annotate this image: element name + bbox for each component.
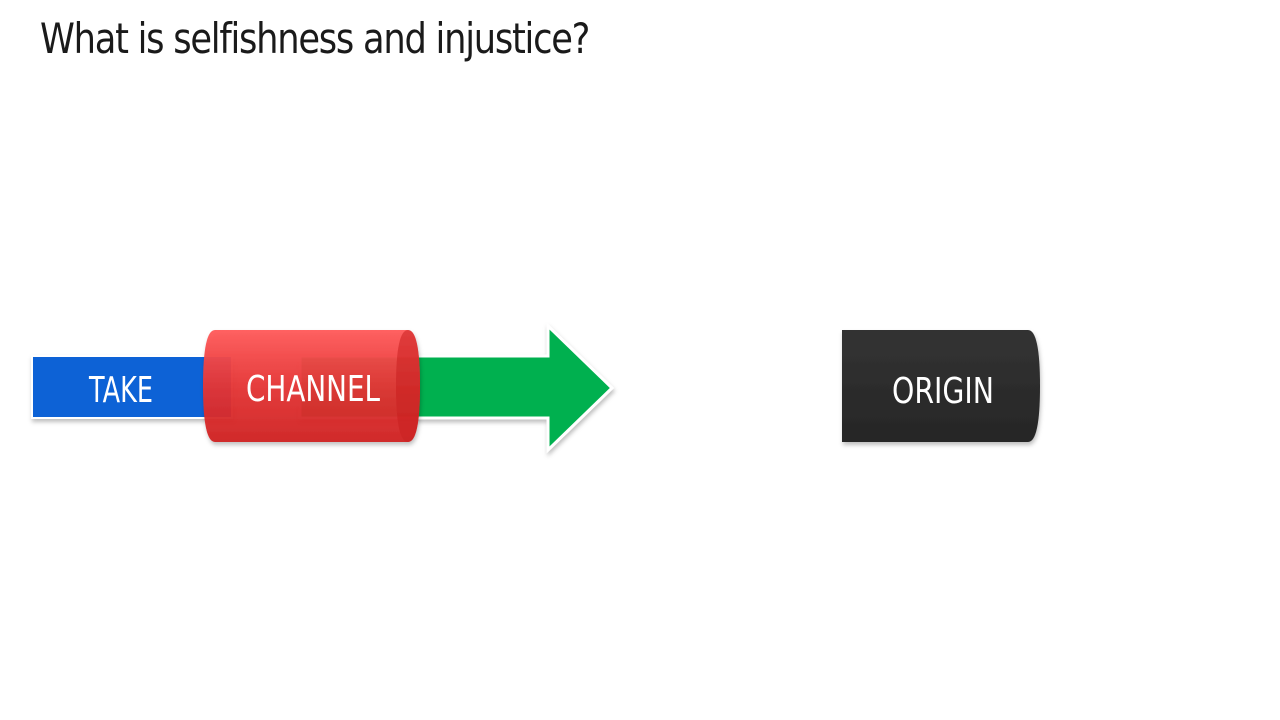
take-bar xyxy=(31,355,233,419)
channel-label: CHANNEL xyxy=(246,369,380,410)
origin-shape xyxy=(842,330,1040,442)
channel-cylinder xyxy=(203,330,420,442)
slide-title: What is selfishness and injustice? xyxy=(40,14,590,63)
origin-label: ORIGIN xyxy=(892,371,994,412)
take-label: TAKE xyxy=(88,370,153,411)
